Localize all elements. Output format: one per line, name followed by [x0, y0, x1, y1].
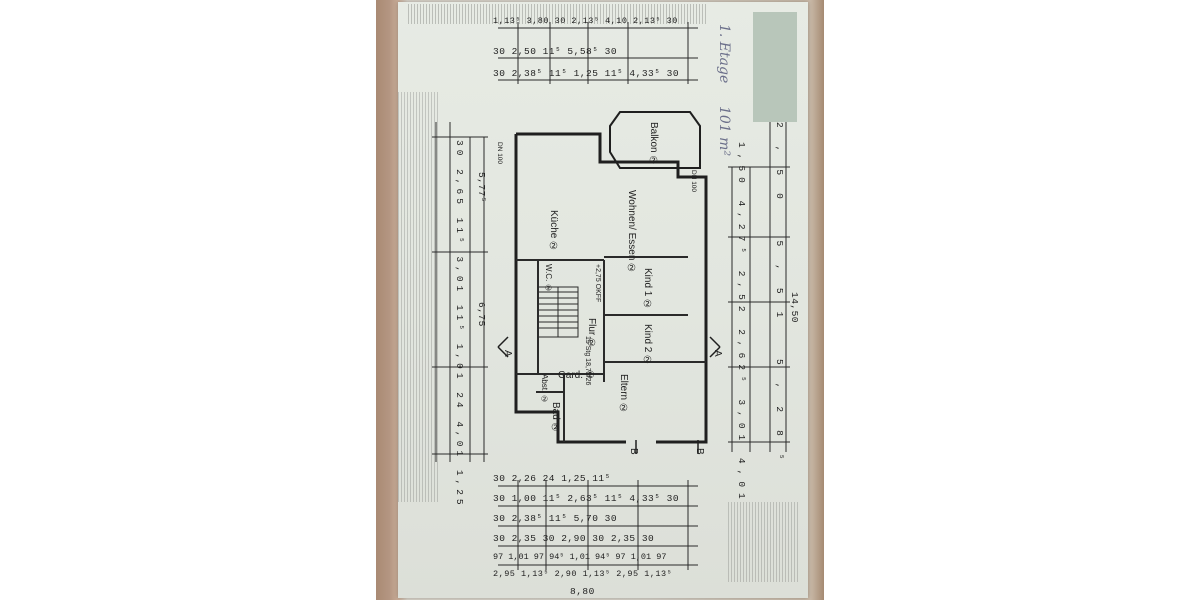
room-storage: Abst. ②: [540, 374, 549, 404]
copy-noise-left: [398, 92, 438, 502]
room-child2: Kind 2 ②: [642, 324, 653, 367]
dim-bottom-row3: 30 2,38⁵ 11⁵ 5,70 30: [493, 513, 618, 524]
room-balcony: Balkon ②: [648, 122, 659, 167]
dim-top-row1: 1,13⁵ 3,80 30 2,13⁵ 4,10 2,13⁵ 30: [493, 16, 678, 26]
dim-bottom-row5: 97 1,01 97 94⁵ 1,01 94⁵ 97 1,01 97: [493, 552, 667, 562]
dim-right-total: 14,50: [789, 292, 800, 324]
room-living: Wohnen/ Essen ②: [626, 190, 637, 275]
floor-plan-drawing: [432, 22, 790, 570]
dim-left-total2: 6,75: [476, 302, 487, 327]
sticky-note: [753, 12, 797, 122]
section-b-right: B: [694, 448, 705, 455]
photo-background: 1. Etage 101 m² 1,13⁵ 3,80 30 2,13⁵ 4,10…: [376, 0, 824, 600]
room-hall: Flur ②: [586, 318, 597, 349]
dim-bottom-row1: 30 2,26 24 1,25 11⁵: [493, 473, 611, 484]
dim-right-row2: 1,50 4,27⁵ 2,52 2,62⁵ 3,01 4,01: [736, 142, 747, 505]
dim-left-total1: 5,77⁵: [476, 172, 487, 204]
floor-plan-sheet: 1. Etage 101 m² 1,13⁵ 3,80 30 2,13⁵ 4,10…: [398, 2, 808, 598]
floor-label: 1. Etage: [716, 24, 732, 84]
room-parents: Eltern ②: [618, 374, 629, 414]
section-a-left: A: [502, 350, 513, 357]
dim-bottom-row2: 30 1,00 11⁵ 2,63⁵ 11⁵ 4,33⁵ 30: [493, 493, 680, 504]
area-label: 101 m²: [716, 106, 732, 157]
dim-bottom-total: 8,80: [570, 586, 595, 597]
dim-bottom-row6: 2,95 1,13⁵ 2,90 1,13⁵ 2,95 1,13⁵: [493, 569, 673, 579]
copy-noise-bottom: [728, 502, 798, 582]
section-a-right: A: [712, 350, 723, 357]
section-b-left: B: [628, 448, 639, 455]
room-wardrobe: Gard. ②: [558, 370, 595, 381]
dim-bottom-row4: 30 2,35 30 2,90 30 2,35 30: [493, 533, 655, 544]
dim-top-row2: 30 2,50 11⁵ 5,58⁵ 30: [493, 46, 618, 57]
stairs-note: 15 Stg 18,75/26: [584, 336, 591, 386]
copy-noise-top: [408, 4, 708, 24]
room-bath: Bad ②: [550, 402, 561, 434]
dim-top-row3: 30 2,38⁵ 11⁵ 1,25 11⁵ 4,33⁵ 30: [493, 68, 680, 79]
dn-note-right: DN 100: [690, 170, 697, 193]
dn-note-left: DN 100: [496, 142, 503, 165]
room-kitchen: Küche ②: [548, 210, 559, 253]
level-note: +2,75 OKFF: [594, 264, 601, 303]
dim-right-row1: 2,50 5,51 5,28⁵: [774, 122, 785, 478]
dim-left-row: 30 2,65 11⁵ 3,01 11⁵ 1,01 24 4,01 1,25: [454, 140, 465, 509]
room-wc: W.C. ②: [544, 264, 553, 293]
room-child1: Kind 1 ②: [642, 268, 653, 311]
